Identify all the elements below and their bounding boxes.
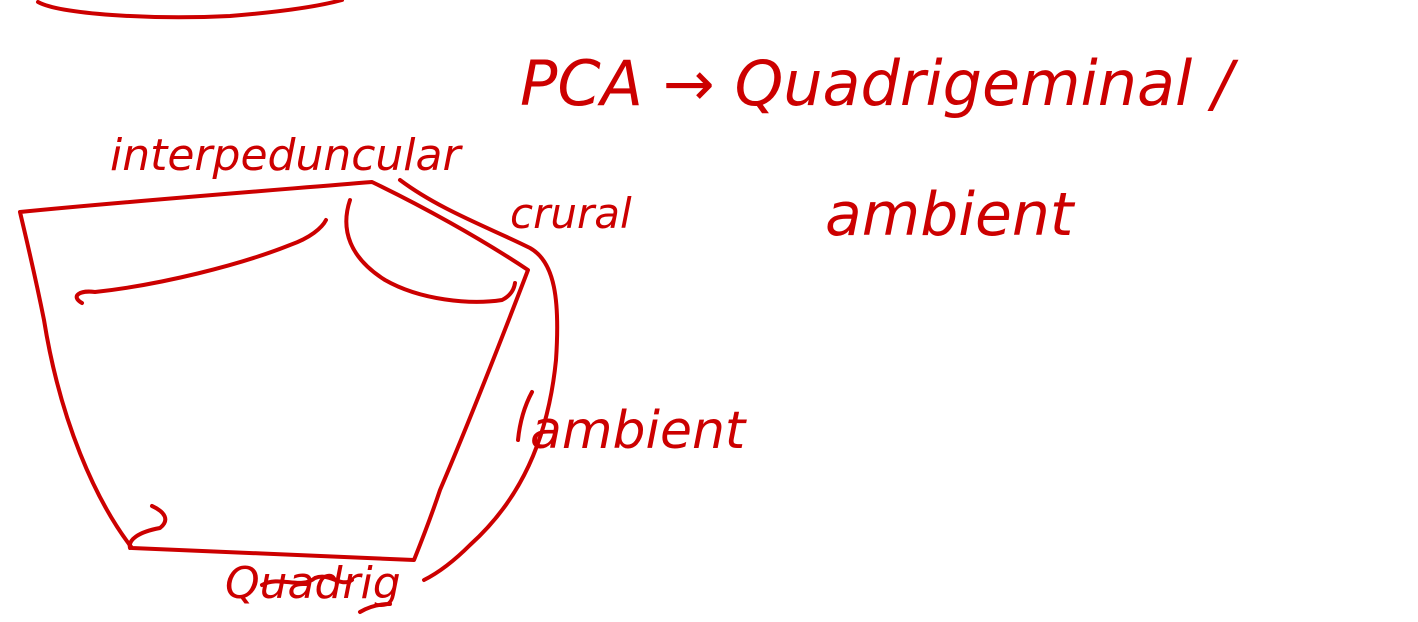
outer-crural-curve bbox=[398, 178, 560, 582]
label-quadrig: Quadrig bbox=[225, 558, 401, 609]
pentagon-outer-outline bbox=[18, 180, 530, 562]
label-interpeduncular: interpeduncular bbox=[110, 130, 463, 181]
bottom-left-hook bbox=[127, 504, 168, 550]
left-inner-arc bbox=[74, 218, 328, 305]
label-crural: crural bbox=[510, 189, 632, 238]
bottom-pointer-line bbox=[358, 602, 392, 614]
top-left-arc-stroke bbox=[36, 0, 344, 20]
ambient-pointer-line bbox=[516, 390, 534, 442]
right-inner-arc bbox=[344, 198, 517, 304]
quadrig-scribble-strike bbox=[260, 574, 354, 587]
label-pca-quadrigeminal: PCA → Quadrigeminal / bbox=[520, 47, 1239, 120]
label-ambient-side: ambient bbox=[530, 401, 747, 461]
label-ambient-top: ambient bbox=[825, 180, 1076, 250]
